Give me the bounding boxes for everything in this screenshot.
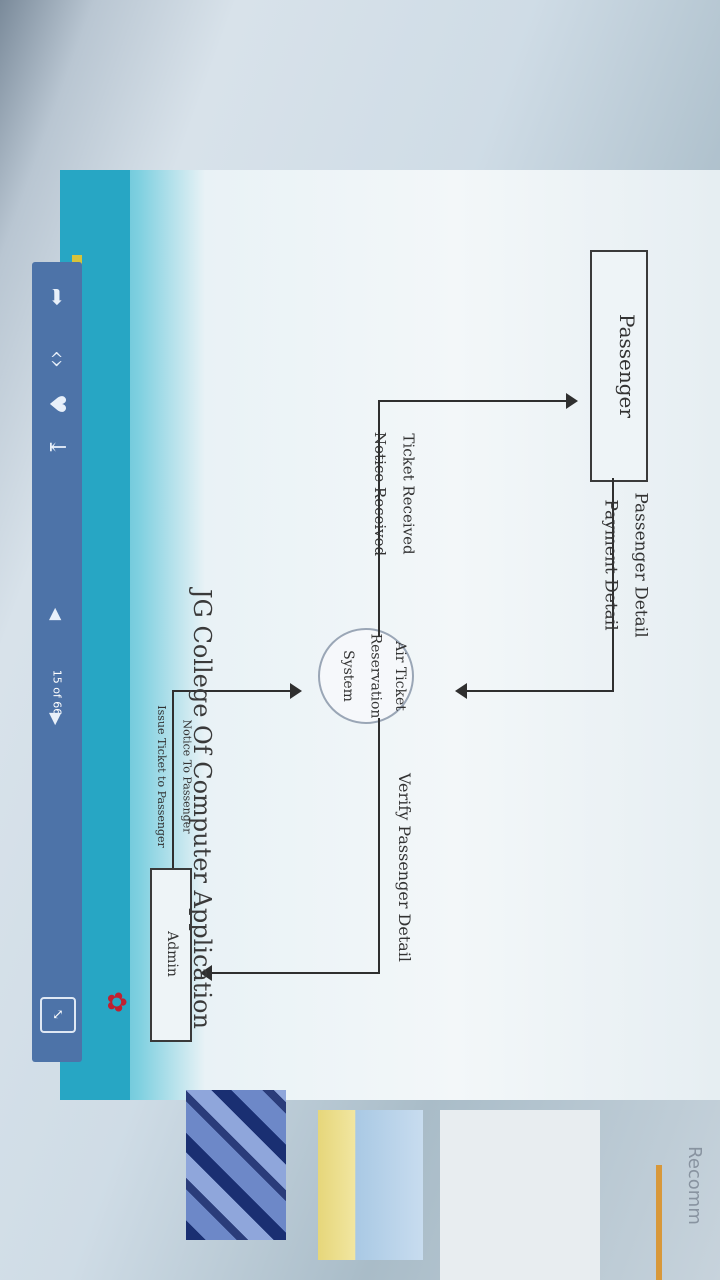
college-name: JG College Of Computer Application [187, 589, 216, 1029]
flow-label-issue-ticket: Issue Ticket to Passenger [154, 705, 168, 848]
viewer-toolbar: ➦ ‹› ♥ ⤓ ◀ 15 of 66 ▶ ⤢ [32, 262, 82, 1062]
admin-label: Admin [163, 931, 180, 977]
college-logo: ✿ [101, 991, 131, 1013]
download-icon[interactable]: ⤓ [44, 437, 70, 457]
prev-next-icon[interactable]: ‹› [44, 350, 70, 368]
process-label-2: Reservation [367, 633, 384, 719]
flow-label-payment-detail: Payment Detail [600, 499, 621, 631]
flow-label-verify-passenger-detail: Verify Passenger Detail [395, 772, 415, 963]
recommended-thumbnail[interactable] [186, 1090, 286, 1240]
arrow-head [455, 683, 467, 699]
recommended-panel[interactable] [440, 1110, 600, 1280]
flow-label-notice-received: Notice Received [371, 431, 390, 557]
tab-indicator [656, 1165, 662, 1280]
like-icon[interactable]: ♥ [44, 394, 70, 414]
recommended-tab[interactable]: Recomm [683, 1146, 705, 1225]
flow-line [378, 400, 380, 636]
arrow-head [290, 683, 302, 699]
process-label-3: System [339, 650, 356, 702]
process-circle [318, 628, 414, 724]
admin-entity: Admin [150, 868, 192, 1042]
flow-label-passenger-detail: Passenger Detail [630, 492, 651, 638]
flow-line [378, 400, 568, 402]
process-label-1: Air Ticket [391, 641, 408, 711]
prev-page-icon[interactable]: ◀ [47, 607, 67, 621]
passenger-label: Passenger [614, 314, 639, 418]
flow-line [210, 972, 380, 974]
next-page-icon[interactable]: ▶ [47, 712, 67, 726]
share-icon[interactable]: ➦ [44, 287, 70, 307]
expand-icon[interactable]: ⤢ [40, 997, 76, 1033]
passenger-entity: Passenger [590, 250, 648, 482]
flow-line [172, 690, 174, 868]
flow-line [462, 690, 614, 692]
recommended-thumbnail[interactable] [318, 1110, 423, 1260]
arrow-head [566, 393, 578, 409]
arrow-head [200, 965, 212, 981]
flow-line [172, 690, 292, 692]
flow-label-ticket-received: Ticket Received [399, 433, 418, 555]
flow-line [612, 478, 614, 690]
flow-line [378, 718, 380, 974]
